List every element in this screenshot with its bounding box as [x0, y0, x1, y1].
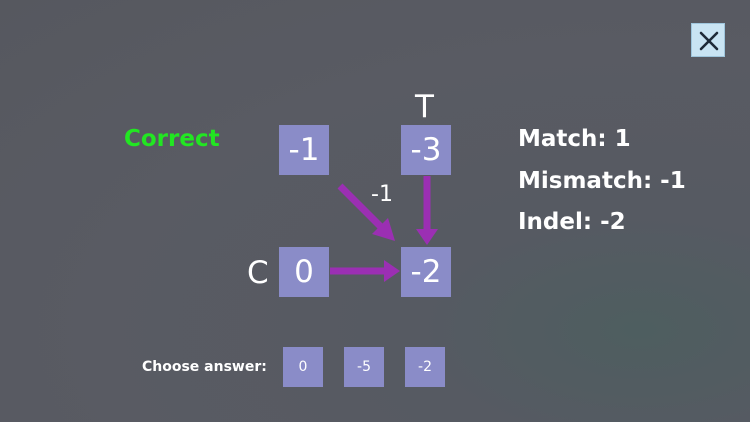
row-letter: C	[247, 255, 269, 291]
cell-top-left: -1	[279, 125, 329, 175]
match-score: Match: 1	[518, 126, 631, 152]
diagonal-arrow	[337, 183, 395, 241]
diagonal-score: -1	[371, 182, 393, 207]
horizontal-arrow	[330, 260, 400, 282]
mismatch-score: Mismatch: -1	[518, 168, 686, 194]
close-icon	[699, 31, 719, 51]
indel-score: Indel: -2	[518, 209, 626, 235]
answer-button-minus-5[interactable]: -5	[344, 347, 384, 387]
choose-answer-label: Choose answer:	[142, 359, 267, 375]
cell-bottom-left: 0	[279, 247, 329, 297]
column-letter: T	[415, 89, 434, 125]
cell-top-right: -3	[401, 125, 451, 175]
answer-button-0[interactable]: 0	[283, 347, 323, 387]
vertical-arrow	[416, 176, 438, 245]
close-button[interactable]	[691, 23, 725, 57]
cell-bottom-right: -2	[401, 247, 451, 297]
answer-button-minus-2[interactable]: -2	[405, 347, 445, 387]
feedback-text: Correct	[124, 126, 220, 152]
